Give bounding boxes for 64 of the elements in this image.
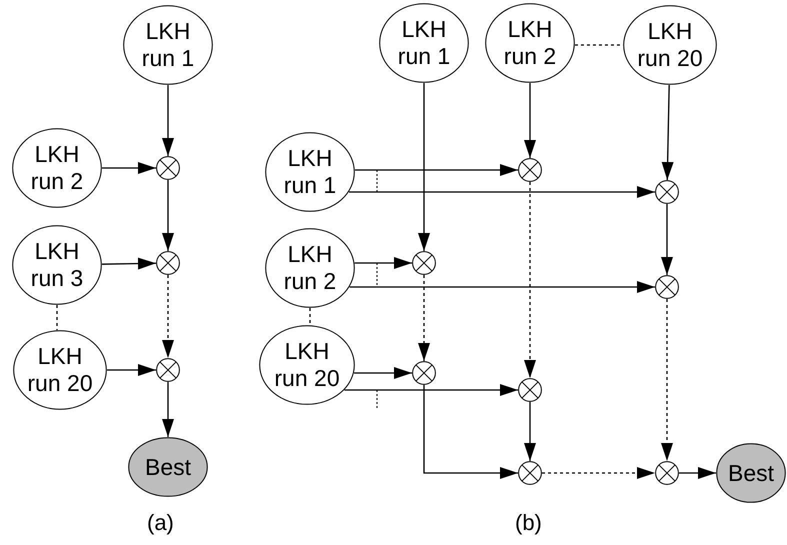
panel-label: (a) — [147, 510, 174, 536]
ellipse-node — [265, 132, 355, 212]
arrow — [102, 258, 156, 270]
arrow — [524, 83, 536, 158]
ellipse-node — [123, 5, 213, 85]
arrow — [354, 257, 412, 269]
multiply-operator-circle — [156, 358, 180, 382]
node-label: LKH run 2 — [282, 241, 338, 295]
multiply-operator-circle — [156, 251, 180, 275]
multiply-operator-circle — [655, 275, 679, 299]
connector-line — [309, 308, 311, 326]
multiply-operator-circle — [655, 461, 679, 485]
node-label: Best — [726, 460, 776, 486]
arrow — [354, 164, 518, 176]
arrow — [524, 182, 536, 378]
arrow — [162, 275, 174, 358]
arrow — [679, 467, 716, 479]
panel-label: (b) — [515, 510, 542, 536]
ellipse-node — [128, 437, 208, 497]
node-label: LKH run 20 — [636, 18, 704, 72]
multiply-operator-circle — [655, 180, 679, 204]
multiply-operator-circle — [518, 158, 542, 182]
arrow — [423, 385, 518, 479]
node-label: LKH run 1 — [140, 18, 196, 72]
arrow — [107, 364, 156, 376]
arrow — [661, 299, 673, 461]
node-label: LKH run 20 — [26, 343, 94, 397]
arrow — [418, 83, 430, 251]
connector-line — [574, 44, 623, 46]
ellipse-node — [12, 225, 102, 305]
node-label: LKH run 1 — [396, 16, 452, 70]
arrow — [350, 281, 655, 293]
multiply-operator-circle — [518, 378, 542, 402]
node-label: LKH run 2 — [30, 141, 84, 195]
arrow — [162, 180, 174, 251]
arrow — [662, 84, 674, 180]
node-label: LKH run 2 — [502, 16, 558, 70]
ellipse-node — [265, 228, 355, 308]
arrow — [418, 275, 430, 361]
node-label: LKH run 3 — [30, 238, 84, 292]
ellipse-node — [716, 443, 786, 503]
node-label: LKH run 20 — [273, 338, 341, 392]
node-label: Best — [144, 454, 192, 480]
ellipse-node — [13, 330, 107, 410]
multiply-operator-circle — [156, 156, 180, 180]
arrow — [348, 186, 655, 198]
arrow — [102, 162, 156, 174]
arrow — [524, 402, 536, 461]
connector-line — [56, 305, 58, 330]
ellipse-node — [485, 3, 575, 83]
multiply-operator-circle — [412, 361, 436, 385]
node-label: LKH run 1 — [282, 145, 338, 199]
ellipse-node — [12, 128, 102, 208]
ellipse-node — [259, 325, 355, 405]
arrow — [344, 384, 518, 396]
arrow — [661, 204, 673, 275]
arrow — [542, 467, 655, 479]
ellipse-node — [379, 3, 469, 83]
multiply-operator-circle — [412, 251, 436, 275]
arrow — [162, 85, 174, 156]
arrow — [354, 367, 412, 379]
arrow — [162, 382, 174, 437]
multiply-operator-circle — [518, 461, 542, 485]
ellipse-node — [623, 5, 717, 85]
